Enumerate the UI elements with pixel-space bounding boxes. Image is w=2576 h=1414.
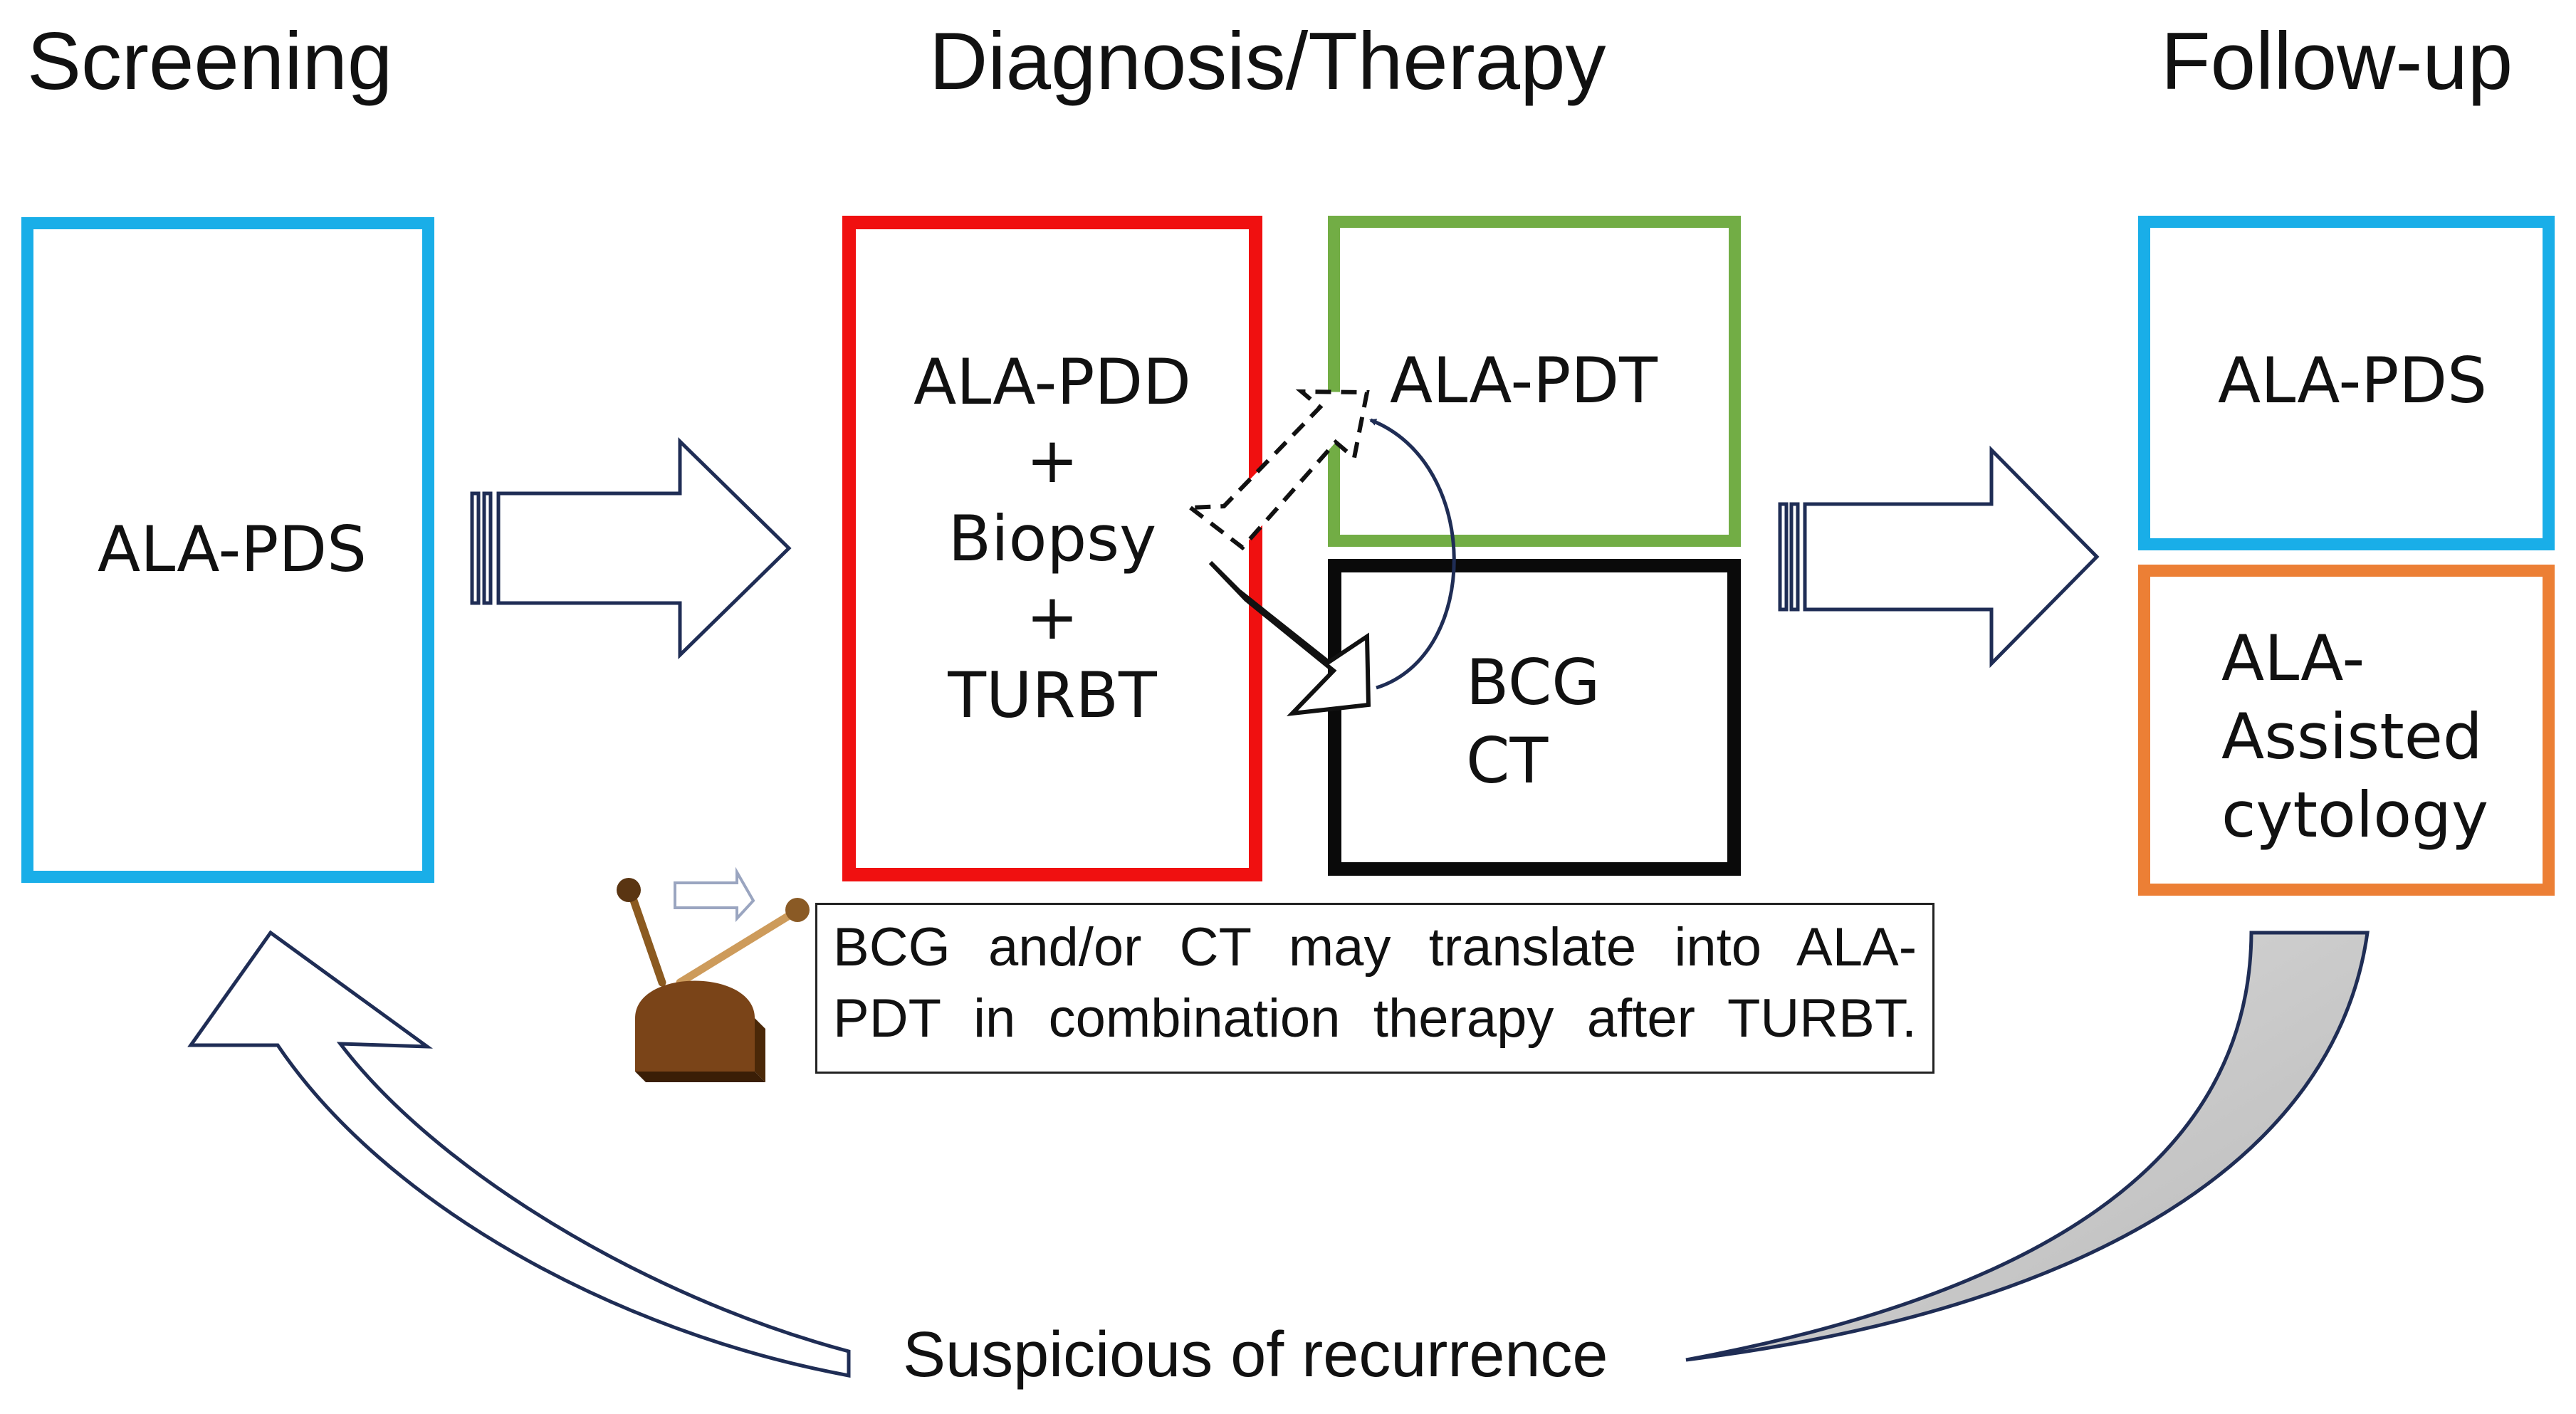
screening-box: ALA-PDS <box>21 217 434 883</box>
bcg-ct-label: BCG CT <box>1466 644 1600 800</box>
pdd-label: ALA-PDD + Biopsy + TURBT <box>856 343 1249 735</box>
arrow-diagnosis-to-followup <box>1778 445 2100 669</box>
pdt-label: ALA-PDT <box>1390 344 1658 417</box>
curved-arrow-bcg-to-pdt <box>1369 418 1456 690</box>
bcg-line: BCG <box>1466 646 1601 719</box>
pdt-box: ALA-PDT <box>1328 216 1741 547</box>
arrow-to-bcg-ct <box>1208 560 1371 716</box>
note-line-1: BCG and/or CT may translate into ALA- <box>833 917 1917 978</box>
pdd-line-1: ALA-PDD <box>913 345 1191 419</box>
pdd-line-2: + <box>1026 424 1079 497</box>
recurrence-arrow-to-screening <box>187 930 851 1378</box>
recurrence-label: Suspicious of recurrence <box>903 1319 1608 1391</box>
note-callout: BCG and/or CT may translate into ALA- PD… <box>815 903 1934 1074</box>
cytology-box: ALA- Assisted cytology <box>2138 565 2555 896</box>
pdd-line-5: TURBT <box>948 659 1157 732</box>
cytology-label: ALA- Assisted cytology <box>2221 619 2488 854</box>
pdd-box: ALA-PDD + Biopsy + TURBT <box>842 216 1262 881</box>
cytology-line-3: cytology <box>2221 778 2489 852</box>
pdd-line-4: + <box>1026 580 1079 654</box>
cytology-line-1: ALA- <box>2221 622 2365 695</box>
note-line-2: PDT in combination therapy after TURBT. <box>833 988 1917 1049</box>
heading-diagnosis-therapy: Diagnosis/Therapy <box>929 16 1606 107</box>
heading-follow-up: Follow-up <box>2161 16 2513 107</box>
heading-screening: Screening <box>27 16 393 107</box>
dashed-arrow-to-pdt <box>1184 389 1370 551</box>
ct-line: CT <box>1466 724 1549 797</box>
arrow-screening-to-diagnosis <box>470 437 792 659</box>
followup-pds-box: ALA-PDS <box>2138 216 2555 550</box>
cytology-line-2: Assisted <box>2221 700 2483 773</box>
pdd-line-3: Biopsy <box>948 502 1157 575</box>
lever-switch-icon <box>617 866 810 1082</box>
followup-pds-label: ALA-PDS <box>2218 344 2487 417</box>
followup-recurrence-band <box>1685 931 2370 1362</box>
bcg-ct-box: BCG CT <box>1328 559 1741 876</box>
screening-pds-label: ALA-PDS <box>98 513 367 586</box>
